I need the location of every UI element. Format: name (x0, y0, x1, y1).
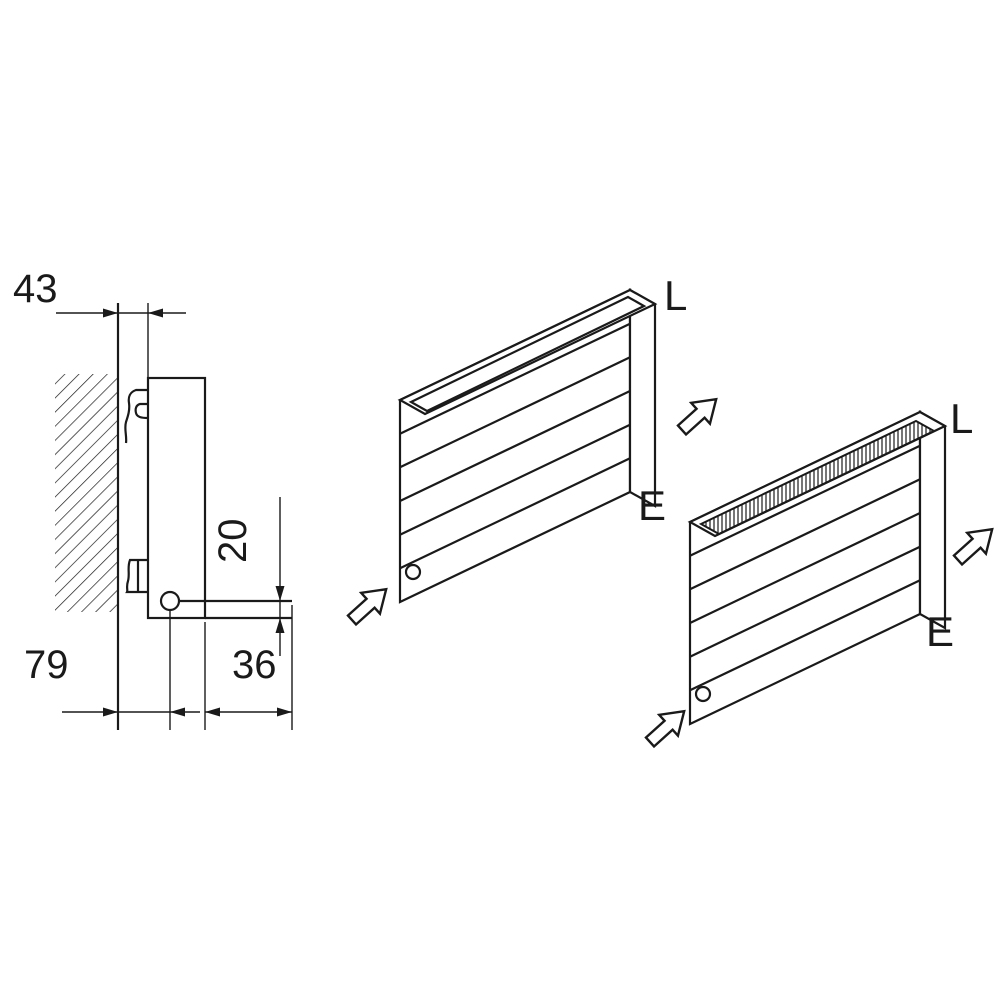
radiator-side-face (918, 410, 947, 630)
dim-36-label: 36 (232, 643, 277, 687)
section-view: 43 20 79 36 (13, 267, 293, 730)
dimension-pipe-height: 20 (211, 497, 285, 656)
inlet-label-e: E (926, 608, 954, 655)
dim-arrowhead (205, 707, 220, 717)
dimension-wall-gap: 43 (13, 267, 186, 378)
dim-79-label: 79 (24, 643, 69, 687)
wall-bracket-upper (124, 388, 149, 444)
pipe-connection-circle (159, 590, 181, 612)
wall-bracket-lower (125, 558, 148, 594)
radiator-iso-open-top: L E (341, 272, 727, 632)
drain-plug-circle (694, 685, 712, 703)
slat-lines (399, 322, 631, 570)
radiator-iso-grille-top: L E (639, 395, 1000, 754)
airflow-arrow-in (639, 699, 695, 754)
wall-hatch (55, 374, 118, 612)
dim-arrowhead (170, 707, 185, 717)
slat-lines (689, 444, 921, 692)
top-grille (698, 419, 937, 536)
dim-arrowhead (275, 618, 285, 633)
airflow-arrow-out (671, 387, 727, 442)
dim-arrowhead (103, 308, 118, 318)
dim-arrowhead (277, 707, 292, 717)
dim-arrowhead (275, 586, 285, 601)
outlet-label-l: L (664, 272, 687, 319)
inlet-label-e: E (638, 482, 666, 529)
dim-arrowhead (103, 707, 118, 717)
radiator-side-face (628, 288, 657, 508)
dim-43-label: 43 (13, 267, 58, 311)
radiator-section-outline (146, 376, 207, 620)
airflow-arrow-out (947, 517, 1000, 572)
outlet-label-l: L (950, 395, 973, 442)
airflow-arrow-in (341, 577, 397, 632)
dimension-pipe-to-front: 36 (204, 605, 293, 730)
drain-plug-circle (404, 563, 422, 581)
radiator-top-opening (408, 295, 647, 413)
dimension-wall-to-pipe: 79 (24, 611, 200, 730)
dim-arrowhead (148, 308, 163, 318)
dim-20-label: 20 (211, 519, 255, 564)
